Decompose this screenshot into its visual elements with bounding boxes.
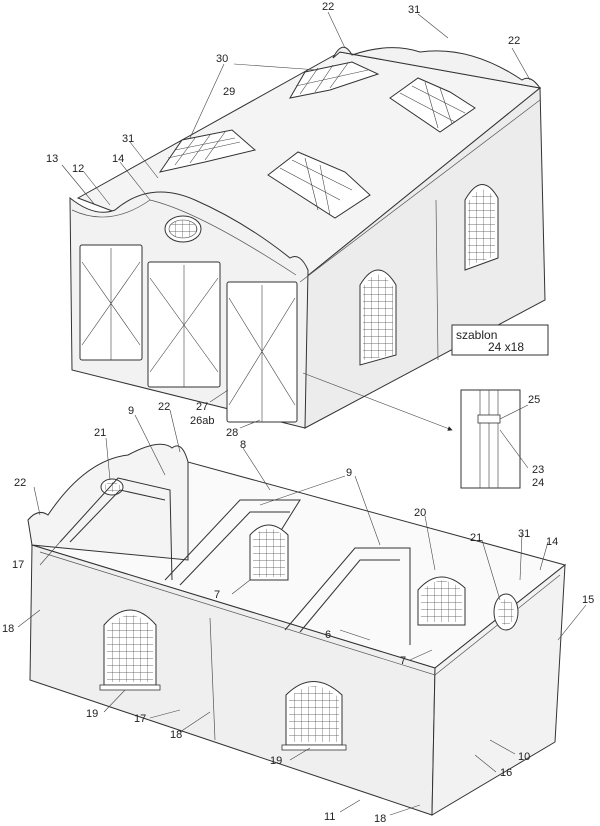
label-29: 29: [223, 86, 235, 98]
assembled-building: [69, 46, 546, 431]
label-30: 30: [216, 53, 228, 65]
label-31: 31: [408, 4, 420, 16]
label-14: 14: [546, 536, 558, 548]
template-title: szablon: [456, 328, 497, 342]
label-22: 22: [158, 401, 170, 413]
label-19: 19: [86, 708, 98, 720]
label-22: 22: [14, 477, 26, 489]
end-wall-right: [431, 563, 566, 816]
label-17: 17: [12, 559, 24, 571]
label-10: 10: [518, 751, 530, 763]
template-size: 24 x18: [488, 340, 524, 354]
label-24: 24: [532, 477, 544, 489]
label-19: 19: [270, 755, 282, 767]
label-21: 21: [94, 427, 106, 439]
label-12: 12: [72, 163, 84, 175]
label-15: 15: [582, 594, 594, 606]
label-18: 18: [2, 623, 14, 635]
label-25: 25: [528, 394, 540, 406]
label-9: 9: [128, 405, 134, 417]
label-9: 9: [346, 467, 352, 479]
label-31: 31: [122, 133, 134, 145]
label-22: 22: [322, 1, 334, 13]
roof-trusses: [59, 477, 411, 645]
label-21: 21: [470, 532, 482, 544]
label-28: 28: [226, 427, 238, 439]
doors: [79, 244, 298, 423]
label-16: 16: [500, 767, 512, 779]
template-box: szablon 24 x18: [451, 324, 549, 356]
leader-lines: [17, 11, 587, 816]
label-7: 7: [214, 589, 220, 601]
label-6: 6: [325, 629, 331, 641]
label-14: 14: [112, 153, 124, 165]
label-27: 27: [196, 401, 208, 413]
label-17: 17: [134, 713, 146, 725]
label-22: 22: [508, 35, 520, 47]
skylights: [158, 61, 476, 219]
label-31: 31: [518, 528, 530, 540]
label-11: 11: [324, 811, 335, 823]
label-7: 7: [400, 655, 406, 667]
label-26ab: 26ab: [190, 415, 214, 427]
label-13: 13: [46, 153, 58, 165]
label-18: 18: [170, 729, 182, 741]
exploded-building: [27, 443, 567, 816]
label-20: 20: [414, 507, 426, 519]
hinge-detail: [460, 389, 529, 489]
label-8: 8: [240, 439, 246, 451]
label-18: 18: [374, 813, 386, 825]
label-23: 23: [532, 464, 544, 476]
